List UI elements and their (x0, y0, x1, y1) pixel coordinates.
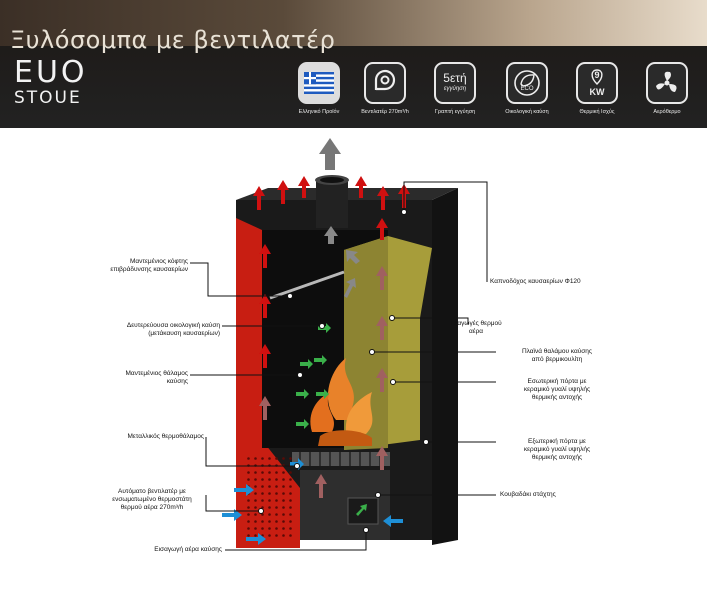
warranty-icon-subtext: εγγύηση (443, 86, 467, 92)
feature-label: Βεντιλατέρ 270m³/h (361, 109, 409, 115)
label-line: (μετάκαυση καυσαερίων) (148, 330, 220, 337)
label-line: Δευτερεύουσα οικολογική καύση (126, 322, 220, 329)
brand-logo-line2: STOUE (14, 88, 82, 108)
feature-label: Ελληνικό Προϊόν (298, 109, 340, 115)
fan-housing-icon (364, 62, 406, 104)
label-line: θερμικής αντοχής (531, 454, 583, 461)
label-line: επιβράδυνσης καυσαερίων (110, 266, 188, 273)
stove-diagram (190, 138, 496, 551)
brand-logo-line1: EUO (14, 55, 88, 90)
title-band (0, 0, 707, 46)
feature-label: Οικολογική καύση (505, 109, 549, 115)
label-line: κεραμικό γυαλί υψηλής (523, 386, 591, 393)
warranty-icon-text: 5ετή (443, 71, 467, 85)
baffle-plate (269, 270, 345, 300)
label-line: Εισαγωγή αέρα καύσης (154, 546, 222, 553)
grate (292, 452, 390, 466)
feature-label: Θερμική Ισχύς (579, 109, 615, 115)
label-automatic-fan: Αυτόματο βεντιλατέρ με ενσωματωμένο θερμ… (100, 488, 204, 512)
label-line: από βερμικουλίτη (531, 356, 583, 363)
warm-air-arrows (259, 266, 388, 498)
flame-graphic (310, 358, 373, 446)
header-bar: Ξυλόσομπα με βεντιλατέρ EUO STOUE Ελληνι… (0, 0, 707, 128)
label-line: Κουβαδάκι στάχτης (500, 491, 556, 498)
label-flue-pipe: Καπνοδόχος καυσαερίων Φ120 (490, 278, 640, 286)
label-line: Εσωτερική πόρτα με (527, 378, 587, 385)
label-line: Εξαγωγές θερμού (450, 320, 502, 327)
eco-icon-text: ECO (520, 86, 534, 92)
vent-holes (244, 455, 296, 540)
power-icon-unit: KW (589, 87, 605, 97)
feature-greek-product: Ελληνικό Προϊόν (280, 62, 358, 115)
label-line: Μεταλλικός θερμοθάλαμος (127, 433, 204, 440)
label-line: Καπνοδόχος καυσαερίων Φ120 (490, 278, 581, 285)
feature-label: Αερόθερμο (653, 109, 681, 115)
label-secondary-combustion: Δευτερεύουσα οικολογική καύση (μετάκαυση… (40, 322, 220, 338)
label-line: Μαντεμένιος θάλαμος (125, 370, 188, 377)
flue-gas-arrows (319, 138, 360, 298)
label-hot-air-outlets: Εξαγωγές θερμού αέρα (440, 320, 512, 336)
cold-air-arrows (222, 458, 403, 545)
label-outer-door: Εξωτερική πόρτα με κεραμικό γυαλί υψηλής… (498, 438, 616, 462)
page-title: Ξυλόσομπα με βεντιλατέρ (10, 26, 336, 55)
chimney (316, 180, 348, 228)
fan-blades-icon (646, 62, 688, 104)
warranty-icon: 5ετή εγγύηση (434, 62, 476, 104)
stove-body (236, 175, 458, 548)
label-ash-bucket: Κουβαδάκι στάχτης (500, 491, 620, 499)
label-line: θερμού αέρα 270m³/h (120, 504, 184, 511)
feature-label: Γραπτή εγγύηση (434, 109, 476, 115)
label-line: ενσωματωμένο θερμοστάτη (112, 496, 192, 503)
greek-flag-icon (298, 62, 340, 104)
label-metal-heat-chamber: Μεταλλικός θερμοθάλαμος (40, 433, 204, 441)
label-vermiculite-sides: Πλαϊνά θαλάμου καύσης από βερμικουλίτη (498, 348, 616, 364)
label-line: κεραμικό γυαλί υψηλής (523, 446, 591, 453)
label-line: αέρα (468, 328, 484, 335)
secondary-air-arrows (296, 323, 367, 516)
label-line: Εξωτερική πόρτα με (528, 438, 586, 445)
label-line: Πλαϊνά θαλάμου καύσης (521, 348, 593, 355)
label-combustion-chamber: Μαντεμένιος θάλαμος καύσης (60, 370, 188, 386)
label-cast-iron-baffle: Μαντεμένιος κόφτης επιβράδυνσης καυσαερί… (60, 258, 188, 274)
label-combustion-air-intake: Εισαγωγή αέρα καύσης (70, 546, 222, 554)
label-inner-door: Εσωτερική πόρτα με κεραμικό γυαλί υψηλής… (498, 378, 616, 402)
label-line: θερμικής αντοχής (531, 394, 583, 401)
eco-leaf-icon: ECO (506, 62, 548, 104)
power-kw-icon: 9 KW (576, 62, 618, 104)
feature-eco: ECO Οικολογική καύση (488, 62, 566, 115)
feature-power: 9 KW Θερμική Ισχύς (558, 62, 636, 115)
leader-dots (258, 209, 429, 533)
brand-logo: EUO STOUE (14, 55, 88, 118)
label-line: Αυτόματο βεντιλατέρ με (118, 488, 186, 495)
label-line: καύσης (166, 378, 188, 385)
leader-lines (190, 181, 496, 551)
feature-warranty: 5ετή εγγύηση Γραπτή εγγύηση (416, 62, 494, 115)
power-icon-number: 9 (594, 70, 600, 80)
label-line: Μαντεμένιος κόφτης (129, 258, 188, 265)
feature-fan: Βεντιλατέρ 270m³/h (346, 62, 424, 115)
feature-air-heater: Αερόθερμο (628, 62, 706, 115)
